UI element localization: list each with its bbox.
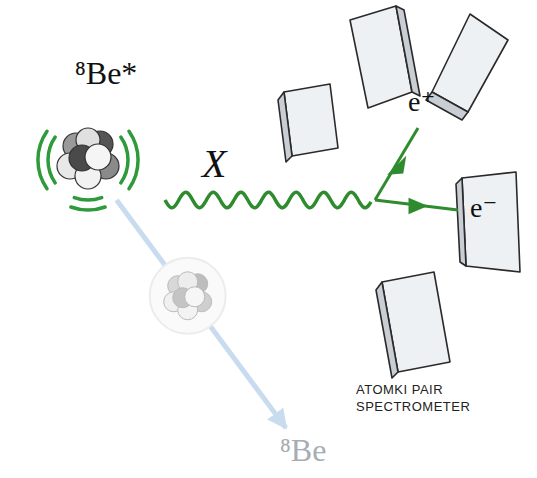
detector-block	[456, 172, 520, 272]
ground-nucleus: ⁸Be	[258, 428, 348, 474]
detector-block	[278, 84, 338, 162]
pair-tracks	[375, 128, 458, 212]
excited-nucleus: ⁸Be*	[40, 52, 172, 200]
nucleus-excited	[57, 128, 119, 189]
detectors	[278, 6, 520, 378]
x-boson-wave	[165, 192, 371, 207]
instrument-label: ATOMKI PAIR SPECTROMETER	[356, 382, 526, 416]
detector-block	[426, 14, 508, 120]
recoil-nucleus-icon	[150, 258, 226, 334]
nucleus-label: ⁸Be*	[75, 56, 138, 91]
detector-block	[376, 272, 450, 378]
electron-label: e⁻	[470, 190, 497, 226]
positron-label: e⁺	[408, 84, 435, 120]
decay-arrow	[117, 200, 286, 428]
nucleus-label: ⁸Be	[280, 433, 327, 468]
particle-label: X	[202, 138, 226, 190]
decay-group	[117, 200, 286, 428]
